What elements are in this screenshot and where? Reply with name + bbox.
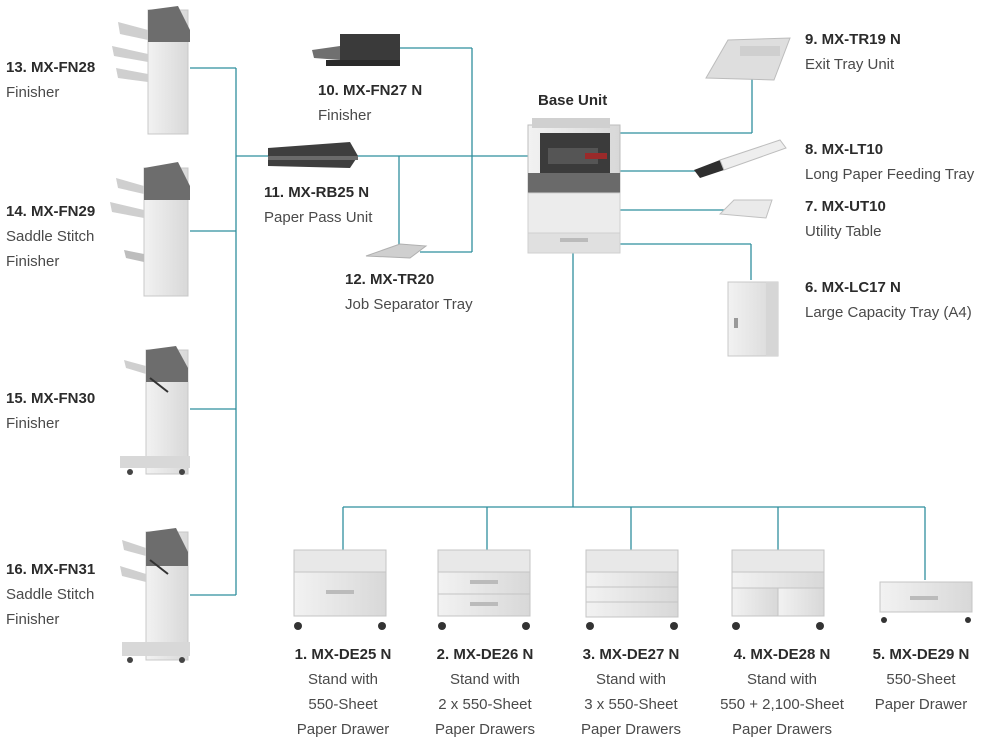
label-opt12: 12. MX-TR20 Job Separator Tray xyxy=(345,271,473,313)
label-opt14: 14. MX-FN29 Saddle Stitch Finisher xyxy=(6,203,96,270)
label-opt7: 7. MX-UT10 Utility Table xyxy=(805,198,886,240)
stand-4-image xyxy=(731,549,825,630)
finisher-15-image xyxy=(120,346,190,475)
job-separator-12-image xyxy=(365,243,428,259)
label-opt8: 8. MX-LT10 Long Paper Feeding Tray xyxy=(805,141,975,183)
exit-tray-9-image xyxy=(705,37,791,81)
finisher-14-image xyxy=(110,162,190,297)
label-opt3: 3. MX-DE27 N Stand with 3 x 550-Sheet Pa… xyxy=(580,646,682,738)
finisher-16-image xyxy=(120,528,190,663)
finisher-13-image xyxy=(112,6,190,135)
stand-1-image xyxy=(293,549,387,630)
label-opt11: 11. MX-RB25 N Paper Pass Unit xyxy=(264,184,373,226)
base-unit-title: Base Unit xyxy=(538,92,608,109)
label-opt10: 10. MX-FN27 N Finisher xyxy=(318,82,423,124)
label-opt9: 9. MX-TR19 N Exit Tray Unit xyxy=(805,31,901,73)
paper-pass-11-image xyxy=(268,142,358,168)
finisher-10-image xyxy=(312,34,400,66)
stand-3-image xyxy=(585,549,679,630)
utility-table-7-image xyxy=(718,199,773,219)
label-opt5: 5. MX-DE29 N 550-Sheet Paper Drawer xyxy=(872,646,970,713)
label-opt13: 13. MX-FN28 Finisher xyxy=(6,59,96,101)
label-opt1: 1. MX-DE25 N Stand with 550-Sheet Paper … xyxy=(294,646,392,738)
drawer-5-image xyxy=(879,581,973,623)
stand-2-image xyxy=(437,549,531,630)
label-opt2: 2. MX-DE26 N Stand with 2 x 550-Sheet Pa… xyxy=(434,646,536,738)
large-capacity-tray-6-image xyxy=(727,281,779,357)
base-unit-image xyxy=(527,118,621,254)
label-opt6: 6. MX-LC17 N Large Capacity Tray (A4) xyxy=(805,279,972,321)
label-opt4: 4. MX-DE28 N Stand with 550 + 2,100-Shee… xyxy=(720,646,844,738)
long-paper-tray-8-image xyxy=(694,139,787,178)
label-opt15: 15. MX-FN30 Finisher xyxy=(6,390,96,432)
label-opt16: 16. MX-FN31 Saddle Stitch Finisher xyxy=(6,561,96,628)
